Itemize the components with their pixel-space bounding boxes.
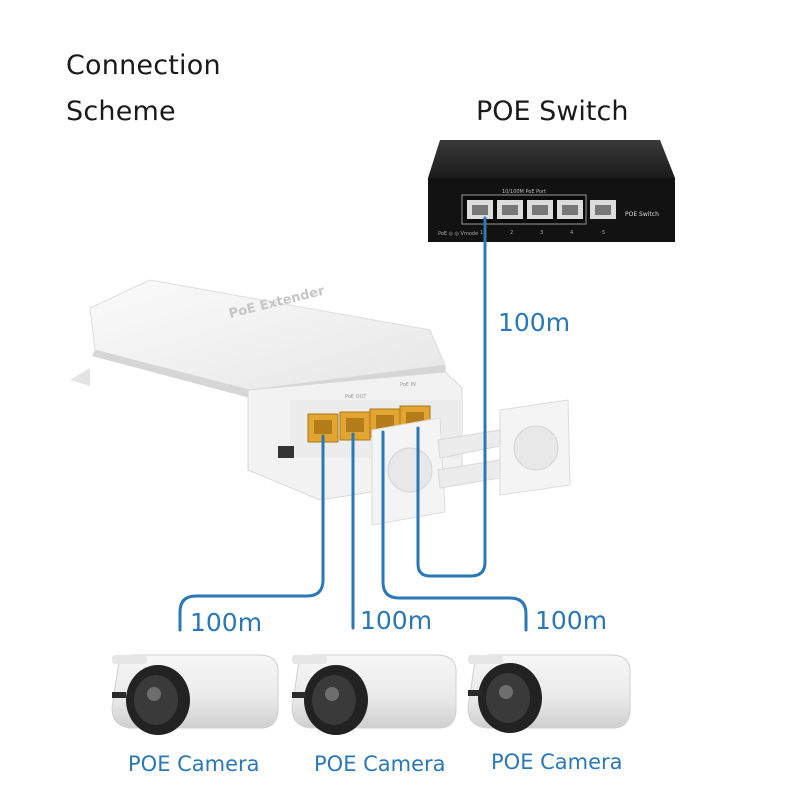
camera-3-cable-length: 100m — [535, 606, 608, 635]
switch-port-4 — [557, 200, 583, 219]
poe-camera-2 — [291, 654, 457, 735]
switch-port-1 — [467, 200, 493, 219]
camera-3-ir-led — [468, 690, 482, 696]
camera-1-label: POE Camera — [128, 752, 260, 776]
switch-panel-text: POE Switch — [625, 211, 659, 218]
switch-port-number-1: 1 — [480, 230, 483, 236]
camera-2-hood — [292, 655, 327, 664]
poe-switch-label: POE Switch — [476, 96, 629, 127]
switch-port-number-5: 5 — [602, 230, 605, 236]
switch-port-header: 10/100M PoE Port — [502, 189, 546, 195]
camera-3-hood — [468, 655, 503, 664]
poe-switch: 10/100M PoE Port POE Switch PoE ◎ ◎ Vmod… — [428, 140, 675, 242]
camera-1-cable-length: 100m — [190, 608, 263, 637]
poe-extender: PoE Extender PoE OUT PoE IN — [70, 279, 571, 526]
extender-mount-hole-1 — [387, 447, 433, 493]
switch-port-number-3: 3 — [540, 230, 543, 236]
camera-1-ir-led — [112, 692, 126, 698]
camera-3-cable — [381, 430, 528, 632]
diagram-title-line-2: Scheme — [66, 96, 176, 127]
camera-1-hood — [112, 655, 147, 664]
extender-dc-jack — [278, 446, 294, 458]
switch-port-3 — [527, 200, 553, 219]
camera-3-label: POE Camera — [491, 750, 623, 774]
camera-3-lens-glass — [499, 685, 513, 699]
extender-in-label: PoE IN — [400, 382, 416, 388]
uplink-length-label: 100m — [498, 308, 571, 337]
switch-port-5 — [590, 200, 616, 219]
diagram-title-line-1: Connection — [66, 50, 221, 81]
uplink-cable — [416, 216, 487, 578]
extender-mount-hole-2 — [513, 425, 559, 471]
poe-camera-1 — [111, 654, 279, 735]
extender-out-port-2 — [339, 411, 371, 441]
extender-out-label: PoE OUT — [345, 394, 367, 400]
camera-1-lens-glass — [147, 687, 161, 701]
extender-side-tab — [70, 368, 90, 386]
switch-port-number-4: 4 — [570, 230, 573, 236]
poe-camera-3 — [467, 654, 631, 733]
switch-port-number-2: 2 — [510, 230, 513, 236]
camera-2-lens-glass — [325, 687, 339, 701]
camera-2-ir-led — [292, 692, 306, 698]
camera-2-cable-length: 100m — [360, 606, 433, 635]
switch-top — [428, 140, 675, 178]
switch-indicator-text: PoE ◎ ◎ Vmode — [438, 231, 478, 237]
camera-2-label: POE Camera — [314, 752, 446, 776]
camera-1-cable — [178, 434, 325, 632]
switch-port-2 — [497, 200, 523, 219]
